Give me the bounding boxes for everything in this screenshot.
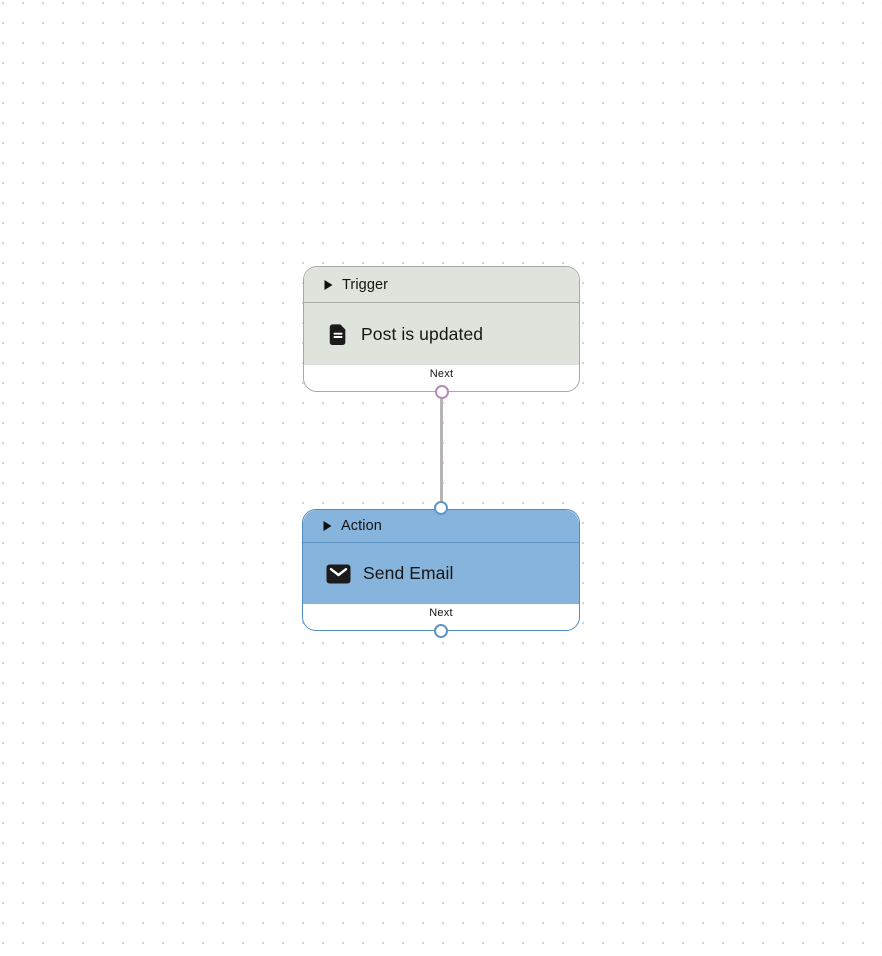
node-type-label: Trigger [342,276,389,293]
trigger-node-body[interactable]: Post is updated [304,303,579,365]
collapse-triangle-icon[interactable] [323,521,332,531]
action-input-port[interactable] [434,501,448,515]
action-node-header[interactable]: Action [303,510,579,543]
node-title: Send Email [363,563,454,583]
mail-icon [326,564,351,584]
next-port-label: Next [429,368,454,380]
collapse-triangle-icon[interactable] [324,279,333,290]
action-output-port[interactable] [434,624,448,638]
node-type-label: Action [341,518,382,534]
trigger-node-header[interactable]: Trigger [304,267,579,303]
connection-edge[interactable] [440,395,443,505]
action-node-body[interactable]: Send Email [303,543,579,604]
document-icon [327,323,349,346]
action-node-surface: Action Send Email Next [303,510,579,630]
node-title: Post is updated [361,323,484,344]
trigger-node[interactable]: Trigger Post is updated Next [303,266,580,399]
trigger-node-surface: Trigger Post is updated Next [304,267,579,391]
trigger-output-port[interactable] [434,385,449,399]
action-node[interactable]: Action Send Email Next [302,501,580,638]
next-port-label: Next [429,607,453,619]
